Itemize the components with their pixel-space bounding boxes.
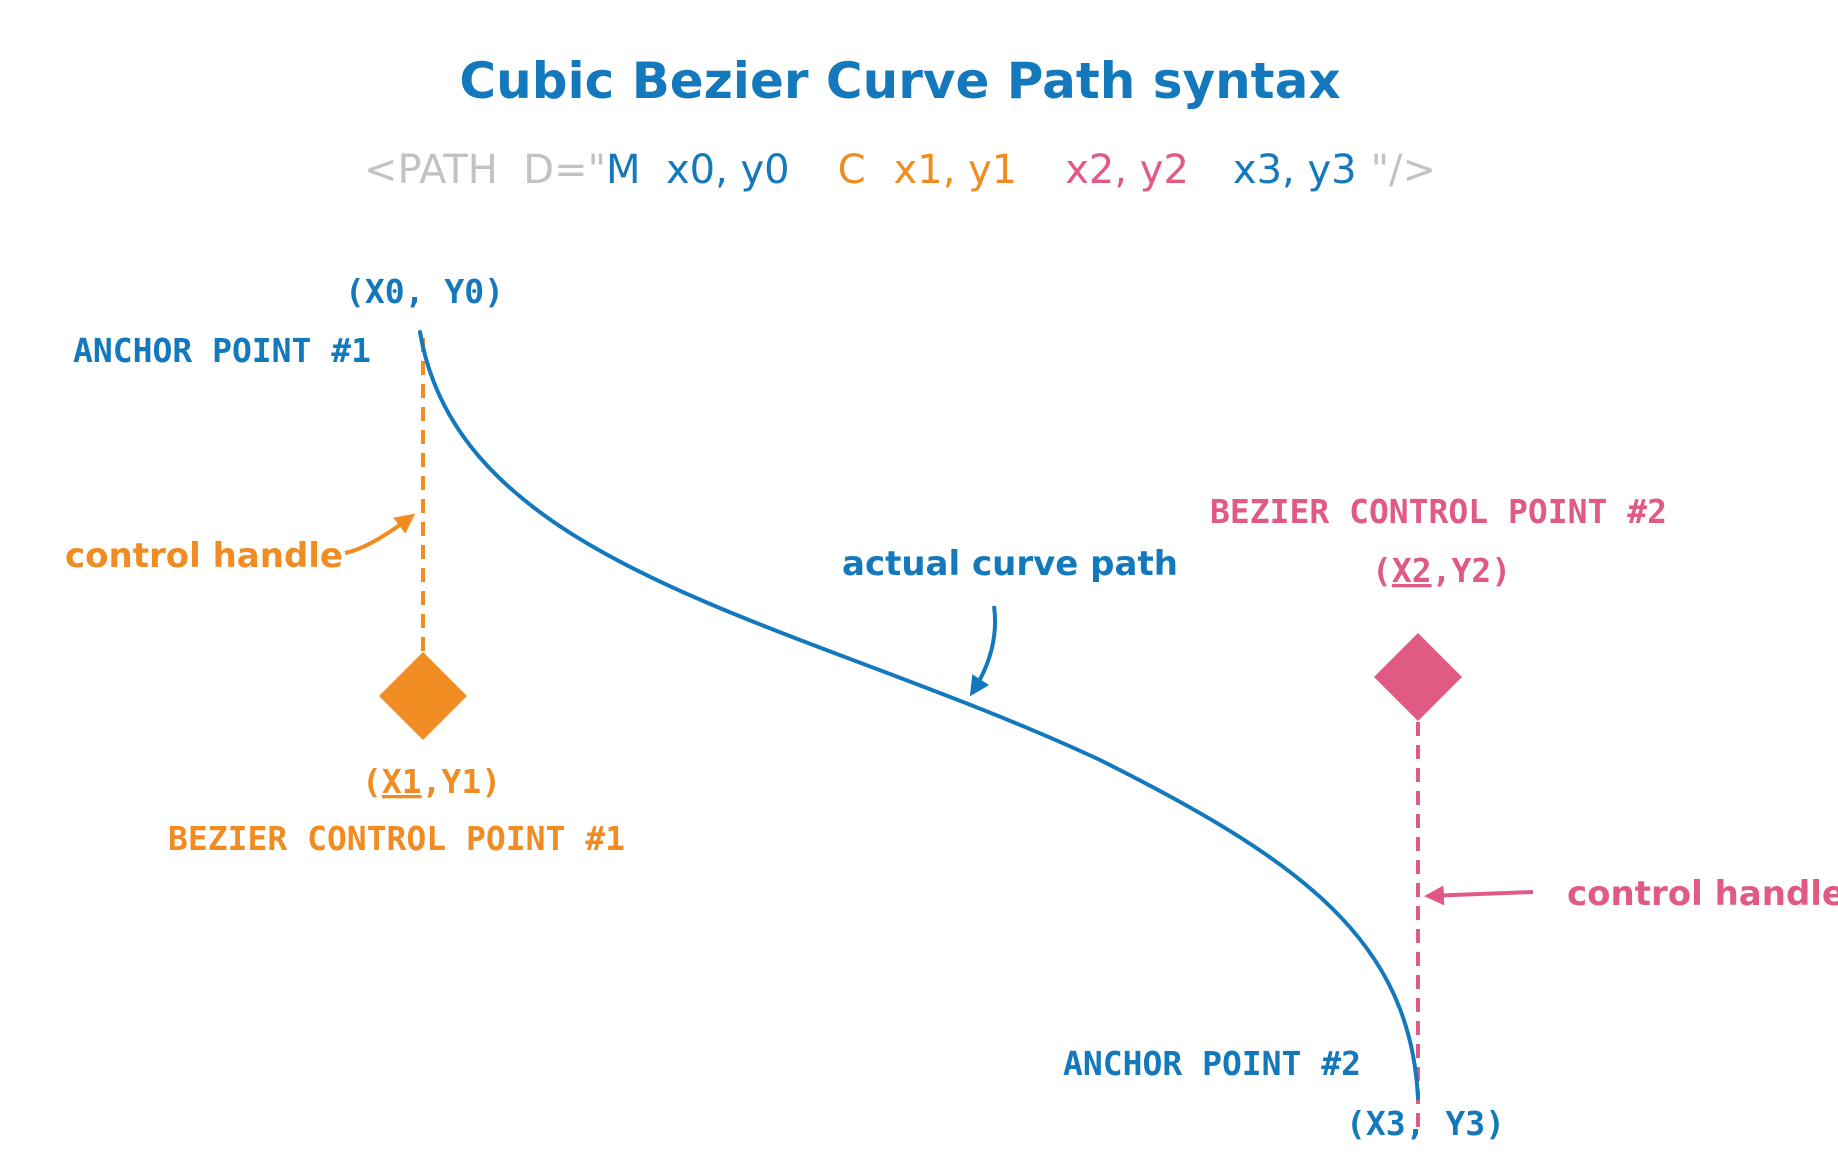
curve-label-arrow (969, 605, 998, 697)
syntax-open: <PATH D=" (364, 147, 606, 193)
control-point-1-label: BEZIER CONTROL POINT #1 (168, 819, 625, 858)
anchor-point-1-coords: (X0, Y0) (345, 272, 504, 311)
syntax-close: "/> (1371, 147, 1436, 193)
control-handle-2-label: control handle (1567, 874, 1838, 914)
control-point-1-coords: (X1,Y1) (362, 762, 501, 801)
syntax-move: M x0, y0 (606, 147, 790, 193)
anchor-point-1-label: ANCHOR POINT #1 (73, 331, 371, 370)
diagram-title: Cubic Bezier Curve Path syntax (459, 52, 1340, 110)
control-point-2-marker (1374, 633, 1462, 721)
control-point-2-label: BEZIER CONTROL POINT #2 (1210, 492, 1667, 531)
control-point-1-marker (379, 652, 467, 740)
curve-label: actual curve path (842, 544, 1178, 584)
bezier-curve (418, 330, 1420, 1100)
control-handle-2-arrow (1424, 885, 1534, 906)
control-point-2-coords: (X2,Y2) (1372, 551, 1511, 590)
control-handle-1-arrow (344, 513, 416, 555)
syntax-control-point-2: x2, y2 (1065, 147, 1189, 193)
syntax-end-point: x3, y3 (1233, 147, 1357, 193)
syntax-control-point-1: x1, y1 (894, 147, 1018, 193)
syntax-command: C (838, 147, 866, 193)
control-handle-1-label: control handle (65, 536, 343, 576)
anchor-point-2-label: ANCHOR POINT #2 (1063, 1044, 1361, 1083)
anchor-point-2-coords: (X3, Y3) (1346, 1104, 1505, 1143)
